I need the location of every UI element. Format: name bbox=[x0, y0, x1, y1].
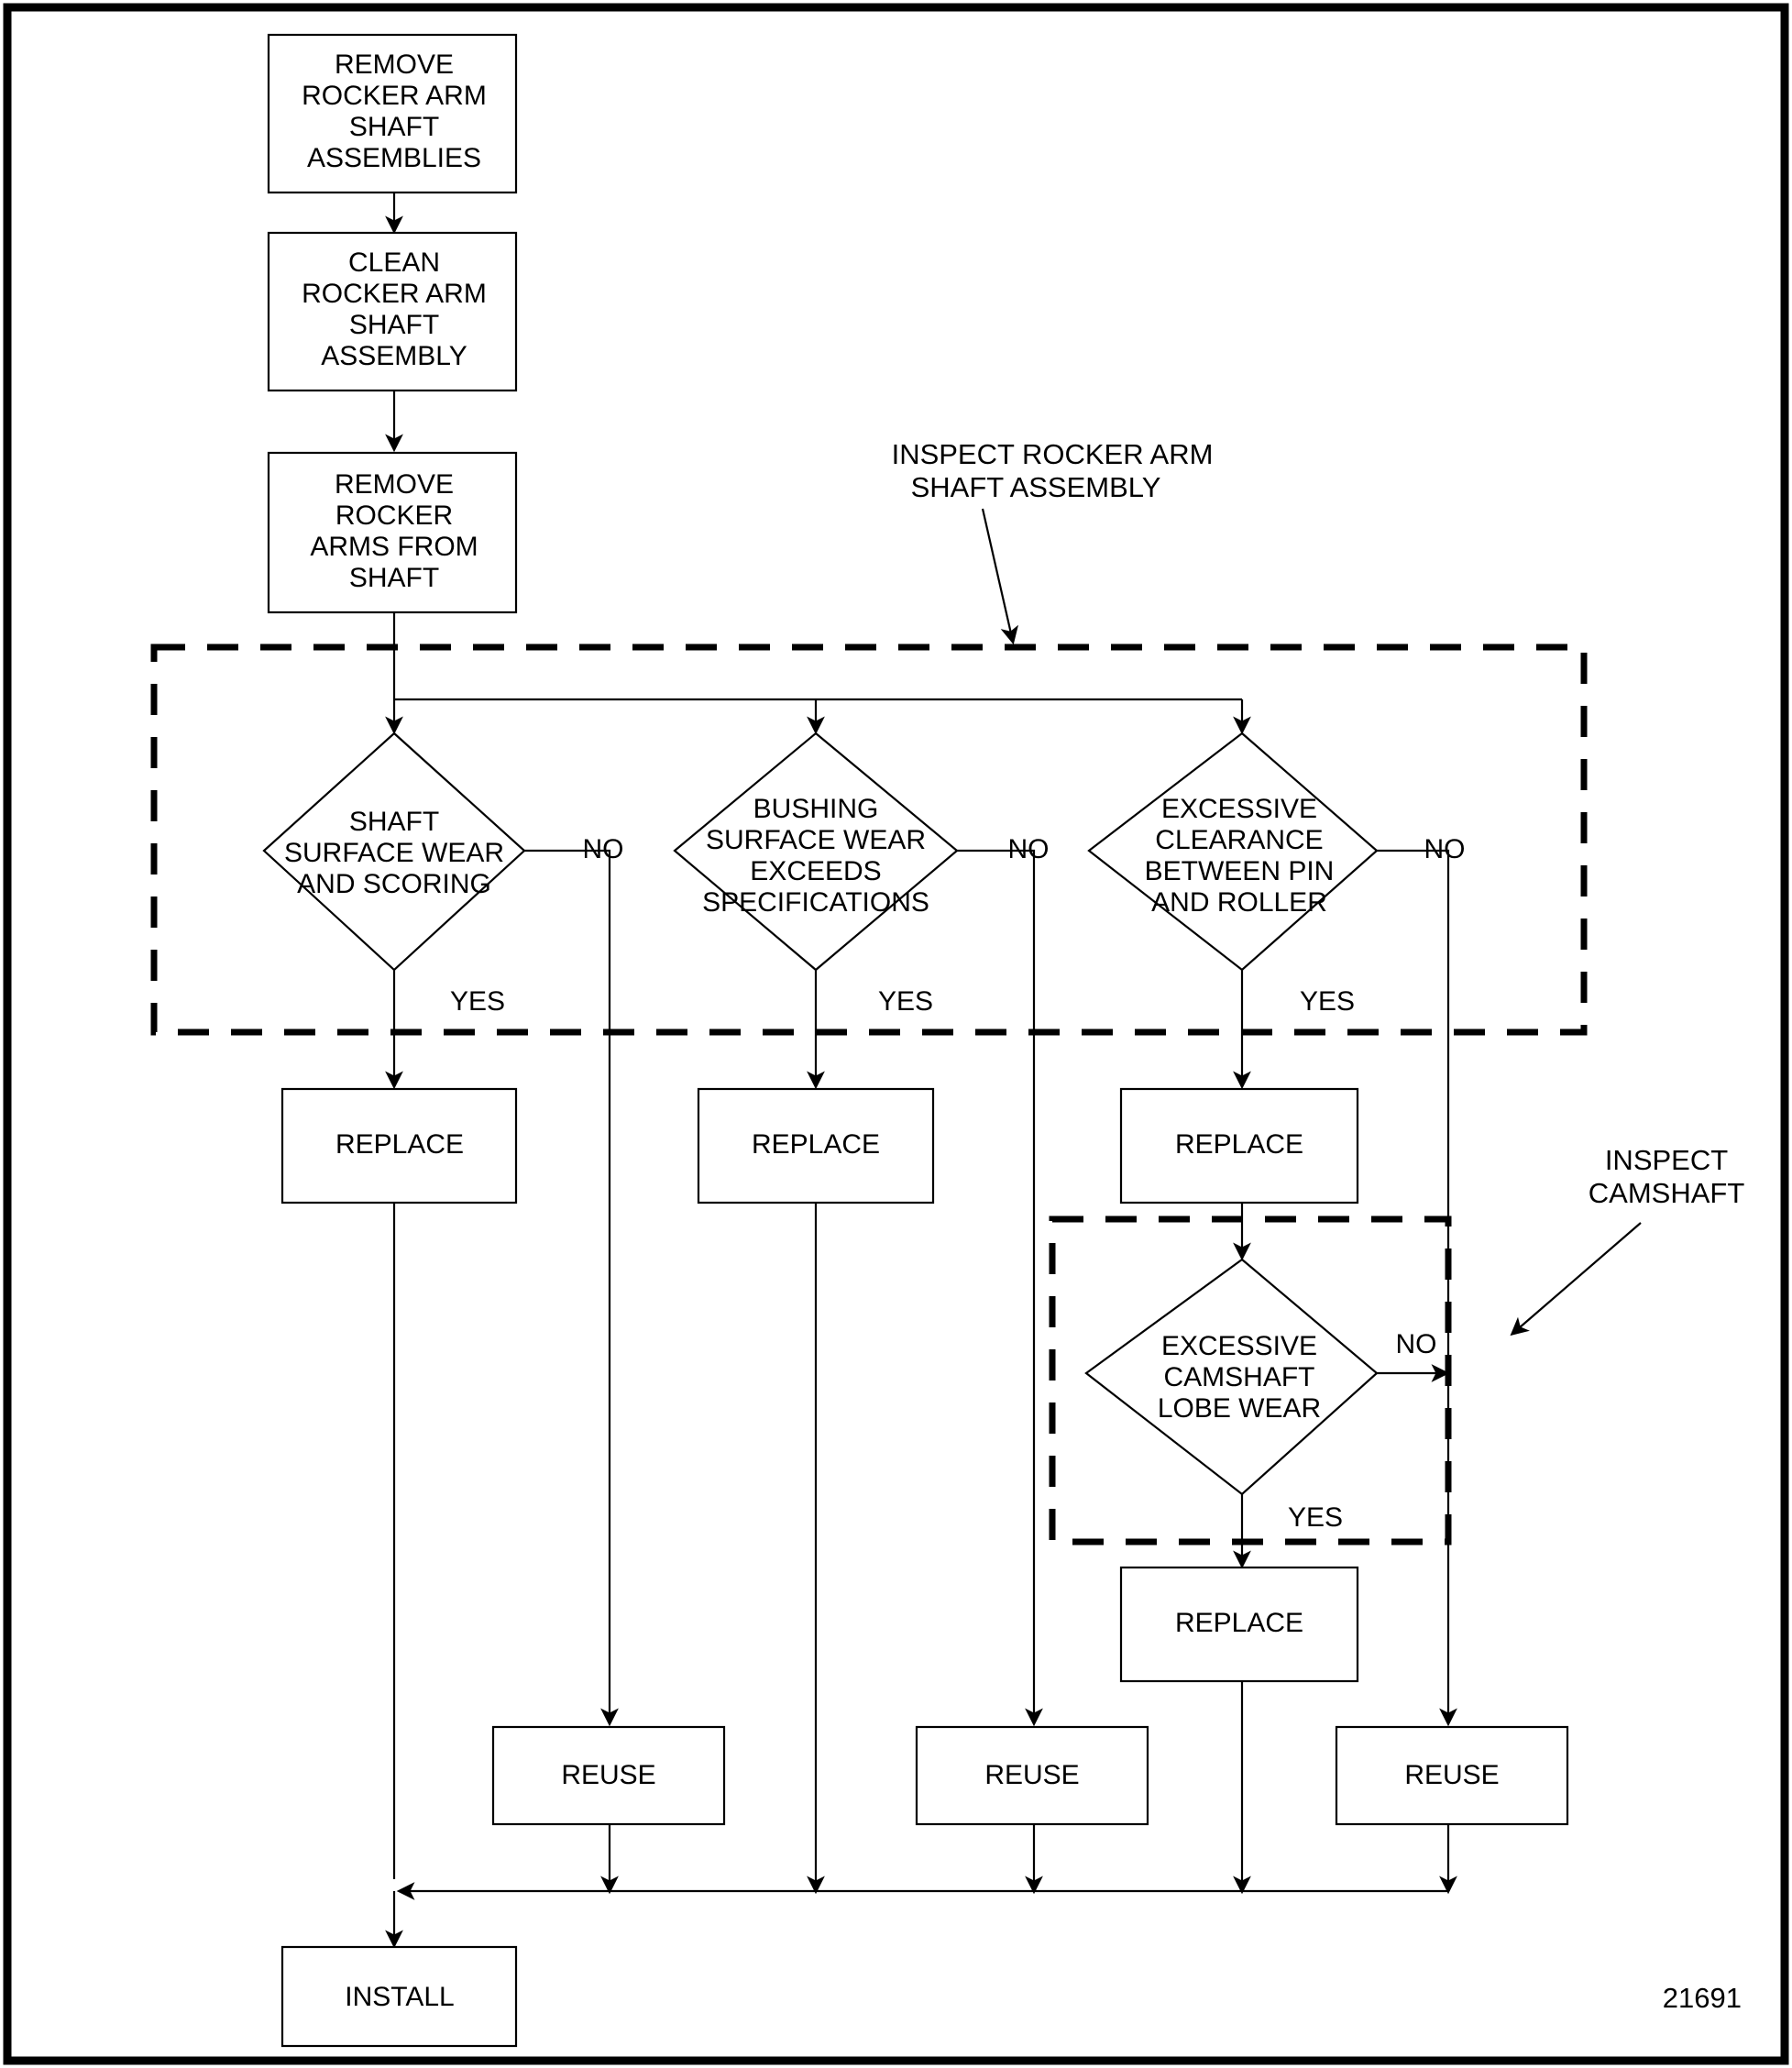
decision-label-line: EXCEEDS bbox=[750, 856, 881, 886]
node-label-line: REPLACE bbox=[1175, 1608, 1303, 1638]
branch-label-no: NO bbox=[583, 834, 624, 864]
node-reuse-3[interactable]: REUSE bbox=[1335, 1725, 1569, 1826]
node-label-line: SHAFT bbox=[349, 310, 439, 340]
node-label-line: ASSEMBLIES bbox=[307, 143, 481, 173]
node-label-line: CLEAN bbox=[348, 248, 440, 278]
node-replace-3[interactable]: REPLACE bbox=[1119, 1087, 1359, 1204]
node-label-line: ARMS FROM bbox=[310, 532, 478, 562]
figure-number: 21691 bbox=[1663, 1982, 1742, 2014]
annotation-inspect-rocker-arm-shaft-assembly: INSPECT ROCKER ARM SHAFT ASSEMBLY bbox=[892, 438, 1214, 503]
node-reuse-1[interactable]: REUSE bbox=[491, 1725, 726, 1826]
branch-label-no: NO bbox=[1396, 1329, 1437, 1359]
branch-label-yes: YES bbox=[1300, 986, 1355, 1017]
node-replace-1[interactable]: REPLACE bbox=[280, 1087, 518, 1204]
node-label-line: REMOVE bbox=[335, 469, 454, 500]
decision-label-line: BUSHING bbox=[753, 794, 879, 824]
node-label-line: REPLACE bbox=[1175, 1129, 1303, 1160]
node-label-line: SHAFT bbox=[349, 563, 439, 593]
node-label-line: ROCKER ARM bbox=[302, 279, 487, 309]
node-label-line: REPLACE bbox=[752, 1129, 880, 1160]
node-label-line: REUSE bbox=[561, 1760, 655, 1790]
decision-label-line: SHAFT bbox=[349, 807, 439, 837]
connector-shaftwear-no-to-reuse1 bbox=[522, 849, 619, 1727]
annotation-line: INSPECT ROCKER ARM bbox=[892, 438, 1214, 470]
decision-bushing-surface-wear-exceeds-specifications[interactable]: BUSHING SURFACE WEAR EXCEEDS SPECIFICATI… bbox=[673, 732, 959, 972]
decision-label-line: SPECIFICATIONS bbox=[702, 887, 929, 918]
node-label-line: REMOVE bbox=[335, 50, 454, 80]
node-replace-4[interactable]: REPLACE bbox=[1119, 1566, 1359, 1683]
node-label-line: ASSEMBLY bbox=[321, 341, 467, 371]
annotation-line: CAMSHAFT bbox=[1589, 1177, 1745, 1209]
decision-label-line: BETWEEN PIN bbox=[1145, 856, 1335, 886]
node-label-line: ROCKER ARM bbox=[302, 81, 487, 111]
decision-shaft-surface-wear-and-scoring[interactable]: SHAFT SURFACE WEAR AND SCORING bbox=[262, 732, 526, 972]
group-inspect-rocker-arm-shaft-assembly bbox=[150, 644, 1588, 1036]
node-remove-rocker-arm-shaft-assemblies[interactable]: REMOVE ROCKER ARM SHAFT ASSEMBLIES bbox=[267, 33, 518, 194]
branch-label-yes: YES bbox=[450, 986, 505, 1017]
decision-label-line: CAMSHAFT bbox=[1164, 1362, 1315, 1392]
decision-excessive-camshaft-lobe-wear[interactable]: EXCESSIVE CAMSHAFT LOBE WEAR bbox=[1084, 1258, 1379, 1496]
annotation-line: SHAFT ASSEMBLY bbox=[911, 471, 1161, 503]
connector-pinclearance-no-to-reuse3 bbox=[1375, 849, 1457, 1727]
node-label-line: SHAFT bbox=[349, 112, 439, 142]
decision-label-line: AND ROLLER bbox=[1151, 887, 1327, 918]
decision-label-line: SURFACE WEAR bbox=[706, 825, 926, 855]
branch-label-no: NO bbox=[1008, 834, 1050, 864]
node-remove-rocker-arms-from-shaft[interactable]: REMOVE ROCKER ARMS FROM SHAFT bbox=[267, 451, 518, 614]
node-install[interactable]: INSTALL bbox=[280, 1945, 518, 2048]
node-reuse-2[interactable]: REUSE bbox=[915, 1725, 1149, 1826]
leader-inspect-camshaft bbox=[1510, 1222, 1642, 1336]
connector-bushingwear-no-to-reuse2 bbox=[955, 849, 1043, 1727]
decision-excessive-clearance-between-pin-and-roller[interactable]: EXCESSIVE CLEARANCE BETWEEN PIN AND ROLL… bbox=[1087, 732, 1379, 972]
node-label-line: REUSE bbox=[1404, 1760, 1499, 1790]
annotation-line: INSPECT bbox=[1605, 1144, 1728, 1176]
branch-label-no: NO bbox=[1424, 834, 1466, 864]
node-label-line: REPLACE bbox=[335, 1129, 464, 1160]
node-label-line: ROCKER bbox=[335, 500, 453, 531]
node-label-line: INSTALL bbox=[345, 1982, 455, 2012]
node-clean-rocker-arm-shaft-assembly[interactable]: CLEAN ROCKER ARM SHAFT ASSEMBLY bbox=[267, 231, 518, 392]
node-label-line: REUSE bbox=[984, 1760, 1079, 1790]
decision-label-line: AND SCORING bbox=[297, 869, 491, 899]
decision-label-line: EXCESSIVE bbox=[1161, 794, 1317, 824]
branch-label-yes: YES bbox=[878, 986, 933, 1017]
leader-inspect-rocker bbox=[981, 508, 1018, 645]
decision-label-line: CLEARANCE bbox=[1155, 825, 1323, 855]
decision-label-line: SURFACE WEAR bbox=[284, 838, 504, 868]
annotation-inspect-camshaft: INSPECT CAMSHAFT bbox=[1589, 1144, 1745, 1209]
branch-label-yes: YES bbox=[1288, 1502, 1343, 1533]
node-replace-2[interactable]: REPLACE bbox=[697, 1087, 935, 1204]
page-frame bbox=[3, 3, 1789, 2065]
decision-label-line: LOBE WEAR bbox=[1158, 1393, 1321, 1424]
decision-label-line: EXCESSIVE bbox=[1161, 1331, 1317, 1361]
